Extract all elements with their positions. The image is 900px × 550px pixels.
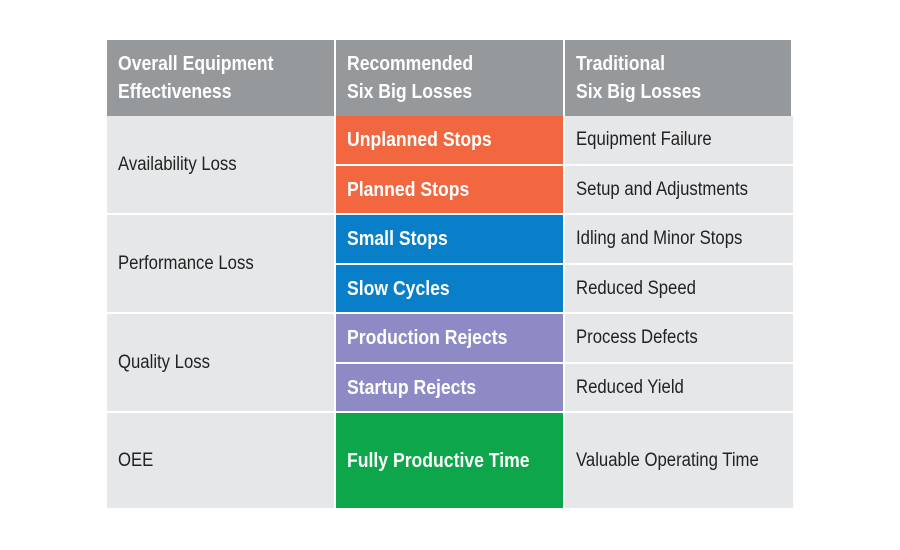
recommended-label: Fully Productive Time (347, 449, 530, 472)
header-recommended-label: Recommended Six Big Losses (347, 53, 474, 103)
traditional-setup-adjustments: Setup and Adjustments (565, 166, 793, 215)
category-performance-loss: Performance Loss (107, 215, 336, 314)
category-quality-loss: Quality Loss (107, 314, 336, 413)
recommended-startup-rejects: Startup Rejects (336, 364, 565, 413)
recommended-planned-stops: Planned Stops (336, 166, 565, 215)
traditional-label: Reduced Yield (576, 376, 684, 398)
header-oee-label: Overall Equipment Effectiveness (118, 53, 274, 103)
traditional-label: Process Defects (576, 327, 698, 348)
traditional-reduced-speed: Reduced Speed (565, 265, 793, 314)
traditional-label: Setup and Adjustments (576, 178, 748, 200)
recommended-label: Unplanned Stops (347, 129, 492, 151)
traditional-idling-minor-stops: Idling and Minor Stops (565, 215, 793, 265)
six-big-losses-table: Overall Equipment Effectiveness Recommen… (107, 40, 793, 508)
recommended-fully-productive-time: Fully Productive Time (336, 413, 565, 508)
traditional-label: Reduced Speed (576, 277, 696, 299)
header-oee: Overall Equipment Effectiveness (107, 40, 336, 116)
recommended-production-rejects: Production Rejects (336, 314, 565, 364)
recommended-unplanned-stops: Unplanned Stops (336, 116, 565, 166)
category-label: Availability Loss (118, 153, 237, 175)
category-label: Performance Loss (118, 252, 254, 274)
category-label: OEE (118, 449, 154, 471)
recommended-label: Planned Stops (347, 178, 470, 201)
recommended-label: Startup Rejects (347, 376, 477, 399)
recommended-label: Small Stops (347, 228, 448, 250)
recommended-label: Production Rejects (347, 327, 508, 349)
traditional-label: Equipment Failure (576, 129, 712, 150)
category-availability-loss: Availability Loss (107, 116, 336, 215)
traditional-label: Valuable Operating Time (576, 449, 759, 471)
header-traditional-label: Traditional Six Big Losses (576, 53, 702, 103)
header-recommended: Recommended Six Big Losses (336, 40, 565, 116)
traditional-process-defects: Process Defects (565, 314, 793, 364)
header-traditional: Traditional Six Big Losses (565, 40, 793, 116)
category-label: Quality Loss (118, 351, 211, 373)
traditional-valuable-operating-time: Valuable Operating Time (565, 413, 793, 508)
traditional-label: Idling and Minor Stops (576, 228, 743, 249)
recommended-small-stops: Small Stops (336, 215, 565, 265)
traditional-reduced-yield: Reduced Yield (565, 364, 793, 413)
category-oee: OEE (107, 413, 336, 508)
traditional-equipment-failure: Equipment Failure (565, 116, 793, 166)
recommended-label: Slow Cycles (347, 277, 450, 300)
recommended-slow-cycles: Slow Cycles (336, 265, 565, 314)
